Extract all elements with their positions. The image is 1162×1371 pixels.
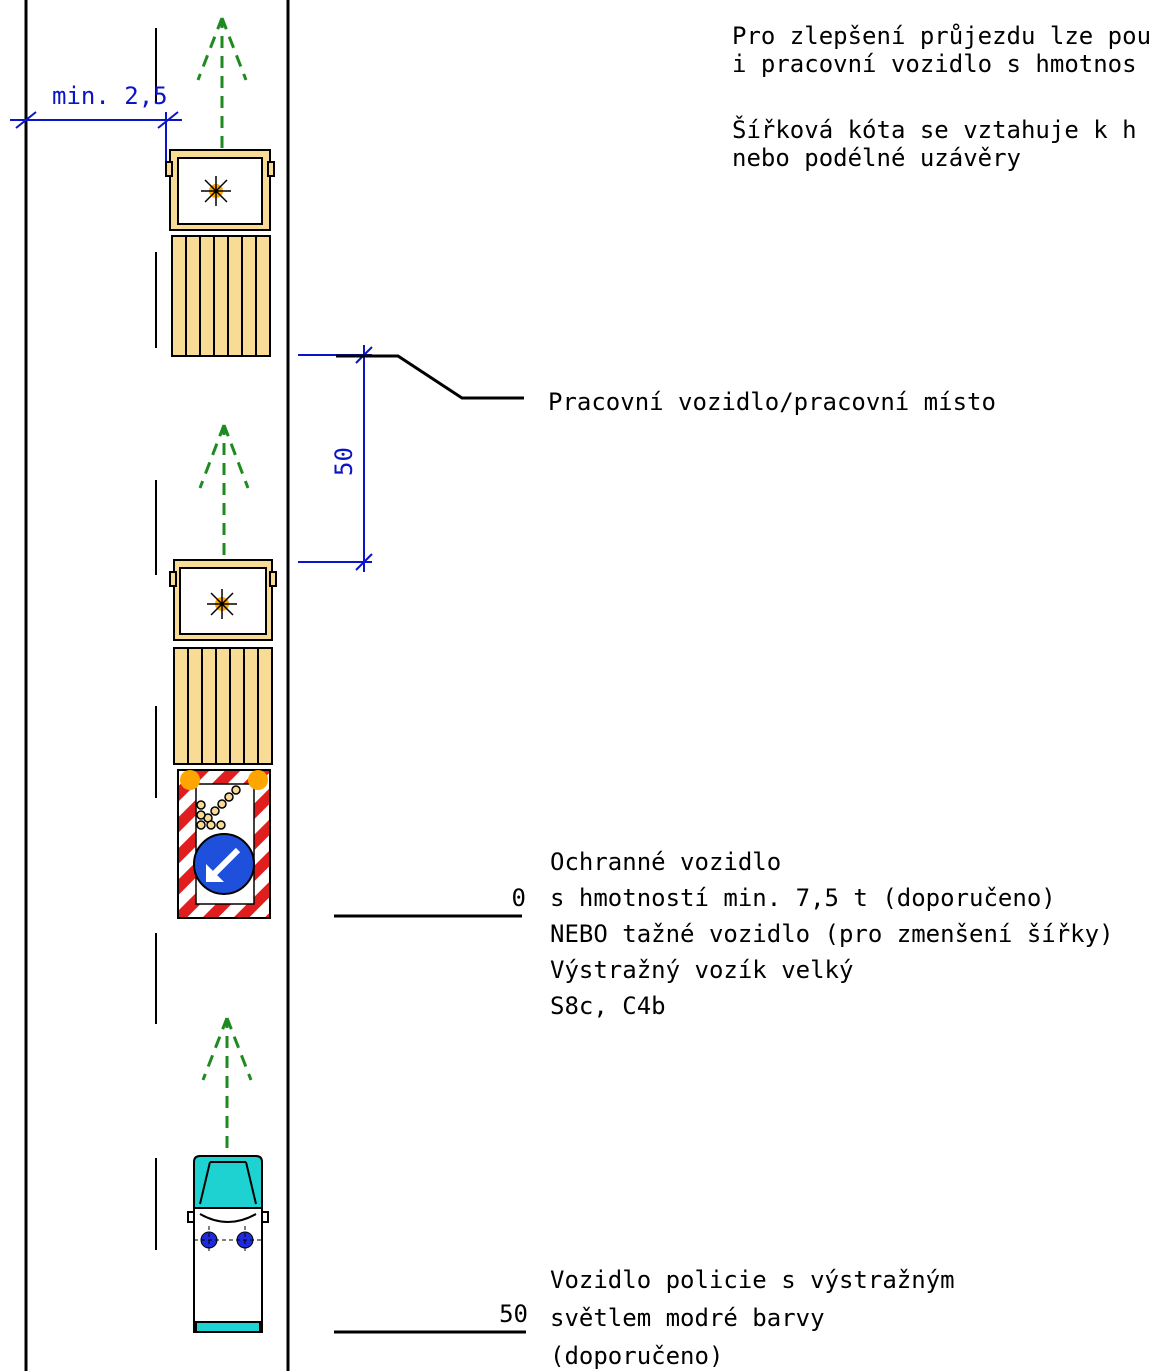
work-vehicle xyxy=(165,149,275,357)
traffic-arrow-icon xyxy=(196,17,248,148)
note-line: i pracovní vozidlo s hmotnos xyxy=(732,50,1137,78)
arrow-lights-icon xyxy=(196,785,241,830)
police-vehicle-distance: 50 xyxy=(499,1300,528,1328)
work-vehicle-label: Pracovní vozidlo/pracovní místo xyxy=(548,388,996,416)
protection-line: Ochranné vozidlo xyxy=(550,848,781,876)
note-line: Šířková kóta se vztahuje k h xyxy=(732,114,1137,144)
protection-vehicle xyxy=(169,559,277,765)
traffic-arrow-icon xyxy=(198,424,250,555)
blue-light-icon xyxy=(194,1226,262,1254)
police-vehicle xyxy=(187,1155,269,1333)
police-line: světlem modré barvy xyxy=(550,1304,825,1332)
police-line: Vozidlo policie s výstražným xyxy=(550,1266,955,1294)
longitudinal-dimension-label: 50 xyxy=(330,447,358,476)
police-vehicle-text: 50 Vozidlo policie s výstražným světlem … xyxy=(499,1266,954,1370)
protection-line: s hmotností min. 7,5 t (doporučeno) xyxy=(550,884,1056,912)
police-line: (doporučeno) xyxy=(550,1342,723,1370)
work-vehicle-leader xyxy=(336,354,524,400)
note-line: Pro zlepšení průjezdu lze pou xyxy=(732,22,1151,50)
beacon-icon xyxy=(207,589,237,619)
protection-line: Výstražný vozík velký xyxy=(550,956,853,984)
protection-vehicle-text: 0 Ochranné vozidlo s hmotností min. 7,5 … xyxy=(512,848,1114,1020)
lateral-dimension: min. 2,5 xyxy=(10,82,182,168)
traffic-arrow-icon xyxy=(201,1017,253,1148)
protection-line: NEBO tažné vozidlo (pro zmenšení šířky) xyxy=(550,920,1114,948)
protection-line: S8c, C4b xyxy=(550,992,666,1020)
keep-left-sign-icon xyxy=(193,833,255,895)
notes: Pro zlepšení průjezdu lze pou i pracovní… xyxy=(732,22,1151,172)
beacon-icon xyxy=(201,176,231,206)
warning-trailer xyxy=(177,769,271,919)
protection-vehicle-distance: 0 xyxy=(512,884,526,912)
longitudinal-dimension: 50 xyxy=(298,345,373,572)
lateral-dimension-label: min. 2,5 xyxy=(52,82,168,110)
road xyxy=(24,0,290,1371)
note-line: nebo podélné uzávěry xyxy=(732,144,1021,172)
